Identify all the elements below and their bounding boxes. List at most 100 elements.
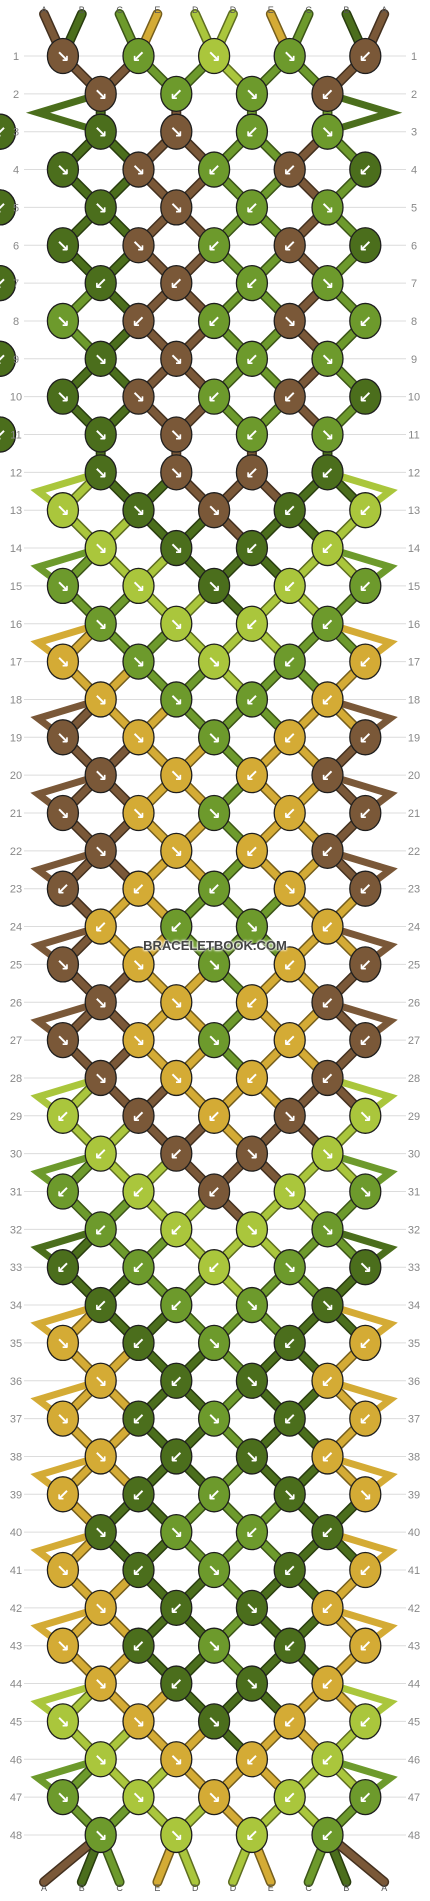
knot [0, 189, 17, 226]
knot [160, 832, 193, 869]
knot-arrow-icon: ↘ [207, 1788, 220, 1807]
knot-arrow-icon: ↘ [207, 955, 220, 974]
bottom-string-label: D [192, 1883, 199, 1893]
row-number-left: 48 [10, 1830, 22, 1842]
row-number-right: 25 [408, 959, 420, 971]
knot-arrow-icon: ↘ [94, 1069, 107, 1088]
knot [349, 378, 382, 415]
knot-arrow-icon: ↘ [321, 123, 334, 142]
knot [273, 643, 306, 680]
knot-arrow-icon: ↙ [359, 1788, 372, 1807]
knot [160, 529, 193, 567]
bottom-string-label: A [41, 1883, 47, 1893]
top-string-label: D [192, 5, 199, 15]
knot-arrow-icon: ↘ [94, 426, 107, 445]
knot [349, 1476, 382, 1513]
knot-arrow-icon: ↙ [207, 388, 220, 407]
knot-arrow-icon: ↙ [283, 1637, 296, 1656]
knot [46, 1703, 80, 1740]
knot [122, 1778, 155, 1816]
knot [84, 454, 117, 491]
knot [160, 1438, 193, 1475]
knot [235, 113, 269, 150]
row-number-right: 13 [408, 505, 420, 517]
knot [197, 1021, 231, 1059]
knot [197, 378, 231, 415]
knot [197, 1097, 231, 1134]
knot-arrow-icon: ↙ [170, 1145, 183, 1164]
knot-arrow-icon: ↘ [94, 463, 107, 482]
knot-arrow-icon: ↙ [321, 1069, 334, 1088]
knot [122, 1173, 155, 1210]
row-number-left: 30 [10, 1149, 22, 1161]
row-number-right: 48 [408, 1830, 420, 1842]
knot-arrow-icon: ↘ [56, 577, 69, 596]
knot-arrow-icon: ↘ [359, 1183, 372, 1202]
edge-thread-right [326, 90, 403, 136]
knot-arrow-icon: ↘ [132, 1031, 145, 1050]
knot [197, 643, 231, 680]
bottom-string-label: D [230, 1883, 237, 1893]
knot [273, 302, 306, 340]
knot [84, 1059, 117, 1097]
knot-arrow-icon: ↘ [56, 161, 69, 180]
knot-arrow-icon: ↙ [245, 766, 258, 785]
row-number-right: 5 [411, 202, 417, 214]
knot [235, 1438, 269, 1475]
row-number-right: 29 [408, 1111, 420, 1123]
bottom-string-label: A [381, 1883, 387, 1893]
knot-arrow-icon: ↙ [321, 1675, 334, 1694]
knot-arrow-icon: ↘ [94, 1523, 107, 1542]
top-string-label: B [79, 5, 85, 15]
knot [349, 567, 382, 605]
knot [84, 1362, 117, 1399]
knot [0, 340, 17, 377]
knot-arrow-icon: ↙ [359, 47, 372, 66]
knot-arrow-icon: ↘ [283, 880, 296, 899]
row-number-right: 17 [408, 657, 420, 669]
knot-arrow-icon: ↘ [56, 653, 69, 672]
row-number-right: 33 [408, 1262, 420, 1274]
bottom-string-label: E [268, 1883, 274, 1893]
knot [349, 1703, 382, 1740]
knot [311, 1059, 344, 1097]
knot-arrow-icon: ↙ [283, 653, 296, 672]
knot-arrow-icon: ↙ [0, 123, 7, 142]
knot [122, 1324, 155, 1362]
knot-arrow-icon: ↘ [245, 1447, 258, 1466]
row-number-left: 41 [10, 1565, 22, 1577]
knot-arrow-icon: ↘ [170, 766, 183, 785]
knot-arrow-icon: ↘ [321, 198, 334, 217]
knot-arrow-icon: ↘ [283, 47, 296, 66]
knot [349, 643, 382, 680]
top-string-label: B [343, 5, 349, 15]
row-number-left: 32 [10, 1224, 22, 1236]
knot [84, 908, 117, 945]
knot [349, 1627, 382, 1664]
row-number-right: 44 [408, 1679, 420, 1691]
knot [84, 984, 117, 1021]
knot-arrow-icon: ↙ [56, 1485, 69, 1504]
knot [235, 340, 269, 377]
knot-arrow-icon: ↘ [94, 690, 107, 709]
knot-arrow-icon: ↘ [56, 47, 69, 66]
knot-arrow-icon: ↙ [283, 1334, 296, 1353]
knot [311, 75, 344, 112]
knot-arrow-icon: ↘ [94, 198, 107, 217]
knot-arrow-icon: ↘ [245, 1599, 258, 1618]
knot-arrow-icon: ↘ [283, 1258, 296, 1277]
knot-arrow-icon: ↙ [359, 236, 372, 255]
knot [311, 1438, 344, 1475]
knot-arrow-icon: ↙ [321, 1826, 334, 1845]
knot [273, 1551, 306, 1589]
row-number-right: 8 [411, 316, 417, 328]
knot [349, 946, 382, 983]
knot-arrow-icon: ↙ [321, 1750, 334, 1769]
knot [84, 1589, 117, 1626]
knot [122, 1400, 155, 1437]
knot [311, 264, 344, 302]
knot [46, 1249, 80, 1286]
knot-arrow-icon: ↘ [132, 161, 145, 180]
knot-arrow-icon: ↘ [170, 842, 183, 861]
knot [311, 681, 344, 718]
